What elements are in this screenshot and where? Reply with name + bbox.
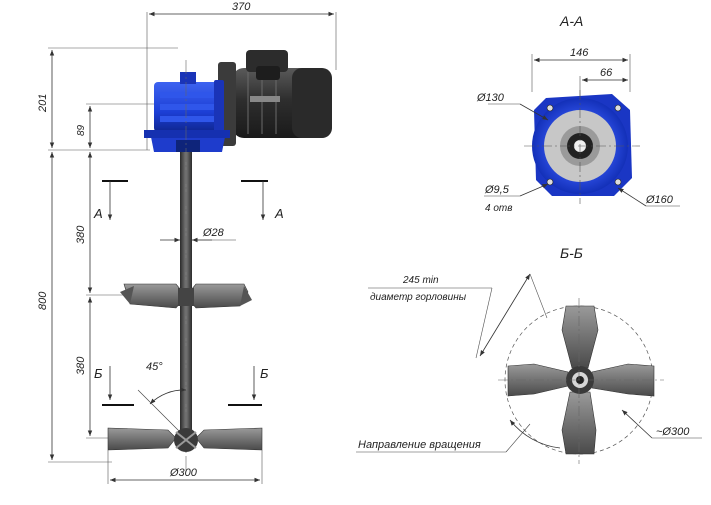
overall-width-label: 370	[232, 1, 251, 13]
impeller-diameter-label: Ø300	[169, 467, 198, 479]
section-bb-title: Б-Б	[560, 245, 583, 261]
blade-angle-label: 45°	[146, 361, 163, 373]
section-aa-title: А-А	[559, 13, 583, 29]
upper-span-label: 380	[75, 225, 87, 244]
upper-impeller	[120, 283, 252, 309]
section-b-right-label: Б	[260, 366, 269, 381]
dim-upper-span: 380	[75, 152, 125, 296]
bb-approx-diameter-label: ~Ø300	[656, 426, 690, 438]
aa-half-label: 66	[600, 67, 613, 79]
shaft-diameter-label: Ø28	[202, 227, 225, 239]
bb-neck-min-label: 245 min	[402, 275, 439, 286]
lower-impeller	[107, 427, 263, 452]
mounting-flange	[524, 90, 640, 204]
aa-width-label: 146	[570, 47, 589, 59]
dim-shaft-length: 800	[37, 152, 112, 463]
main-view: 370 201 89 800 380	[37, 1, 337, 484]
section-a-right-label: А	[274, 206, 284, 221]
section-aa-view: А-А 146 66 Ø130	[476, 13, 680, 214]
section-a-left-label: А	[93, 206, 103, 221]
shaft-length-label: 800	[37, 291, 49, 310]
dim-lower-span: 380	[75, 297, 110, 439]
lower-span-label: 380	[75, 356, 87, 375]
aa-holes-count-label: 4 отв	[485, 203, 512, 214]
dim-blade-angle: 45°	[137, 361, 187, 439]
aa-d160-label: Ø160	[645, 194, 674, 206]
dim-shaft-diameter: Ø28	[160, 227, 236, 243]
section-b-markers: Б Б	[94, 366, 269, 406]
dim-impeller-diameter: Ø300	[107, 450, 263, 484]
aa-holes-diameter-label: Ø9,5	[484, 184, 510, 196]
section-a-markers: А А	[93, 180, 284, 221]
gearbox-offset-label: 89	[76, 124, 87, 136]
dim-gearbox-offset: 89	[76, 103, 156, 148]
section-bb-view: Б-Б 245 min диаметр горловины Направлени…	[356, 245, 702, 464]
electric-motor	[218, 50, 332, 146]
dim-motor-height: 201	[37, 47, 178, 151]
motor-height-label: 201	[37, 94, 49, 113]
bb-rotation-label: Направление вращения	[358, 439, 481, 451]
dim-overall-width: 370	[146, 1, 337, 150]
rotation-arrow	[509, 419, 561, 449]
aa-d130-label: Ø130	[476, 92, 505, 104]
gearbox	[144, 72, 230, 152]
section-b-left-label: Б	[94, 366, 103, 381]
bb-neck-label: диаметр горловины	[370, 292, 467, 303]
